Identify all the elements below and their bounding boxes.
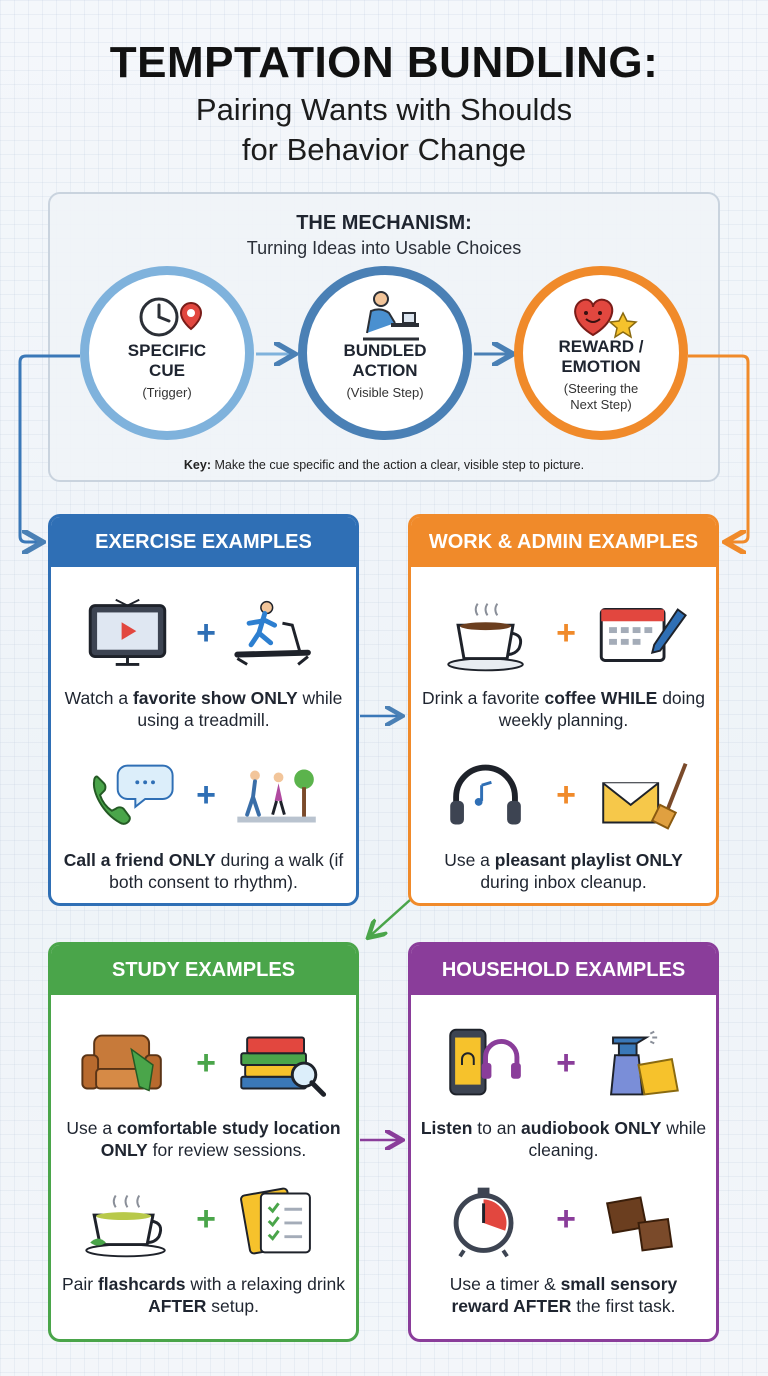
study-card-title: STUDY EXAMPLES bbox=[51, 945, 356, 995]
coffee-calendar-icons bbox=[447, 603, 687, 672]
mechanism-subtitle: Turning Ideas into Usable Choices bbox=[246, 238, 522, 258]
step-reward-line2: EMOTION bbox=[561, 357, 641, 376]
step-reward-sub1: (Steering the bbox=[563, 381, 639, 396]
exercise-example-1-text: Watch a favorite show ONLY while using a… bbox=[64, 688, 343, 730]
chocolate-icon bbox=[605, 1196, 673, 1252]
study-card: STUDY EXAMPLES bbox=[48, 942, 359, 1342]
phone-walk-icons bbox=[92, 764, 316, 825]
household-card: HOUSEHOLD EXAMPLES + bbox=[408, 942, 719, 1342]
plus-sign: + bbox=[196, 1200, 216, 1238]
calendar-pen-icon bbox=[599, 608, 687, 662]
subtitle-line-1: Pairing Wants with Shoulds bbox=[195, 92, 573, 127]
tea-cup-icon bbox=[85, 1194, 166, 1258]
books-magnifier-icon bbox=[240, 1036, 327, 1097]
headphones-icon bbox=[450, 764, 521, 825]
tv-icon bbox=[88, 598, 167, 666]
phone-chat-icon bbox=[92, 764, 174, 825]
step-reward-sub2: Next Step) bbox=[570, 397, 632, 412]
step-cue-line2: CUE bbox=[149, 361, 185, 380]
plus-sign: + bbox=[196, 776, 216, 814]
step-reward-line1: REWARD / bbox=[558, 337, 644, 356]
timer-icon bbox=[453, 1187, 514, 1258]
tea-flashcards-icons bbox=[85, 1187, 311, 1258]
phone-headphones-icon bbox=[449, 1028, 521, 1096]
walking-people-icon bbox=[237, 769, 316, 823]
step-cue-sub: (Trigger) bbox=[142, 385, 192, 400]
key-label: Key: bbox=[183, 458, 211, 472]
mechanism-title: THE MECHANISM: bbox=[296, 212, 472, 234]
household-example-1-text: Listen to an audiobook ONLY while cleani… bbox=[420, 1118, 707, 1160]
subtitle-line-2: for Behavior Change bbox=[241, 132, 527, 167]
work-example-2-text: Use a pleasant playlist ONLY during inbo… bbox=[444, 850, 683, 892]
person-at-desk-icon bbox=[363, 291, 419, 341]
study-example-2-text: Pair flashcards with a relaxing drink AF… bbox=[61, 1274, 346, 1316]
arrow-cue-to-exercise bbox=[18, 354, 80, 542]
key-text: Make the cue specific and the action a c… bbox=[210, 458, 585, 472]
envelope-broom-icon bbox=[602, 762, 688, 830]
exercise-card: EXERCISE EXAMPLES + bbox=[48, 514, 359, 906]
page-subtitle: Pairing Wants with Shoulds for Behavior … bbox=[0, 90, 768, 170]
exercise-card-title: EXERCISE EXAMPLES bbox=[51, 517, 356, 567]
plus-sign: + bbox=[556, 1200, 576, 1238]
step-action-line1: BUNDLED bbox=[343, 341, 427, 360]
work-admin-card: WORK & ADMIN EXAMPLES bbox=[408, 514, 719, 906]
clock-location-icon bbox=[139, 297, 203, 337]
spray-bottle-icon bbox=[609, 1030, 679, 1096]
audiobook-spray-icons bbox=[449, 1028, 679, 1096]
step-action-line2: ACTION bbox=[352, 361, 418, 380]
armchair-books-icons bbox=[81, 1034, 327, 1097]
work-example-1-text: Drink a favorite coffee WHILE doing week… bbox=[421, 688, 706, 730]
step-cue-line1: SPECIFIC bbox=[127, 341, 207, 360]
heart-star-icon bbox=[574, 298, 638, 339]
mechanism-key: Key: Make the cue specific and the actio… bbox=[50, 458, 718, 472]
flashcards-icon bbox=[240, 1187, 311, 1255]
arrow-reward-to-work bbox=[688, 354, 750, 542]
plus-sign: + bbox=[196, 614, 216, 652]
work-admin-card-title: WORK & ADMIN EXAMPLES bbox=[411, 517, 716, 567]
tv-treadmill-icons bbox=[88, 598, 311, 666]
study-example-1-text: Use a comfortable study location ONLY fo… bbox=[66, 1118, 341, 1160]
armchair-icon bbox=[81, 1034, 162, 1092]
step-action-sub: (Visible Step) bbox=[346, 385, 424, 400]
headphones-envelope-icons bbox=[450, 762, 688, 830]
page-title: TEMPTATION BUNDLING: bbox=[109, 38, 659, 87]
arrow-work-to-study bbox=[370, 899, 411, 936]
household-example-2-text: Use a timer & small sensory reward AFTER… bbox=[449, 1274, 678, 1316]
exercise-example-2-text: Call a friend ONLY during a walk (if bot… bbox=[63, 850, 344, 892]
household-card-title: HOUSEHOLD EXAMPLES bbox=[411, 945, 716, 995]
plus-sign: + bbox=[556, 776, 576, 814]
coffee-cup-icon bbox=[447, 603, 524, 672]
treadmill-icon bbox=[234, 600, 311, 666]
plus-sign: + bbox=[556, 1044, 576, 1082]
plus-sign: + bbox=[196, 1044, 216, 1082]
timer-chocolate-icons bbox=[453, 1187, 673, 1258]
step-reward-label: REWARD /EMOTION bbox=[523, 337, 679, 377]
plus-sign: + bbox=[556, 614, 576, 652]
